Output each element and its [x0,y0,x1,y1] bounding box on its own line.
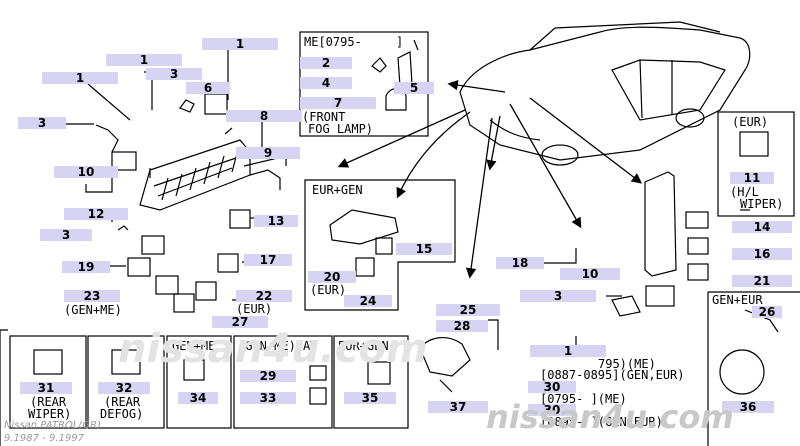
relay-bracket [139,139,251,211]
callout-1a[interactable]: 1 [202,38,278,50]
callout-31[interactable]: 31 [20,382,72,394]
label-rear-wiper-2: WIPER) [28,407,72,421]
callout-14[interactable]: 14 [732,221,792,233]
callout-15[interactable]: 15 [396,243,452,255]
callout-24[interactable]: 24 [344,295,392,307]
callout-9[interactable]: 9 [236,147,300,159]
callout-2[interactable]: 2 [300,57,352,69]
callout-16[interactable]: 16 [732,248,792,260]
callout-4[interactable]: 4 [300,77,352,89]
label-range-0887: [0887-0895](GEN,EUR) [540,368,685,382]
rear-defog-frame [87,335,165,429]
callout-3c[interactable]: 3 [40,229,92,241]
callout-26[interactable]: 26 [752,306,782,318]
label-eur-paren-2: (EUR) [236,302,273,316]
arrow-2 [396,111,471,199]
label-front-fog-2: FOG LAMP) [308,122,374,136]
label-rear-defog-2: DEFOG) [100,407,144,421]
label-rear-wiper-1: (REAR [30,395,67,409]
callout-27[interactable]: 27 [212,316,268,328]
callout-37[interactable]: 37 [428,401,488,413]
callout-29[interactable]: 29 [240,370,296,382]
gen-me-frame [166,335,232,429]
label-range-0895: [0895- ](GEN,EUR) [540,415,663,429]
label-front-fog-1: (FRONT [302,110,346,124]
watermark-left: nissan4u.com [118,326,428,372]
callout-18[interactable]: 18 [496,257,544,269]
label-hl-wiper-1: (H/L [730,185,759,199]
eur-gen-frame [304,179,456,311]
label-gen-eur-right: GEN+EUR [712,293,763,307]
arrow-5 [509,103,582,229]
callout-33[interactable]: 33 [240,392,296,404]
arrow-6 [529,97,643,184]
callout-3b[interactable]: 3 [18,117,66,129]
watermark-right: nissan4u.com [486,398,734,436]
label-rear-defog-1: (REAR [104,395,141,409]
label-hl-wiper-2: WIPER) [740,197,784,211]
callout-22[interactable]: 22 [236,290,292,302]
callout-23[interactable]: 23 [64,290,120,302]
label-range-0795: [0795- ](ME) [540,392,627,406]
callout-1c[interactable]: 1 [42,72,118,84]
callout-3d[interactable]: 3 [520,290,596,302]
callout-5[interactable]: 5 [394,82,434,94]
right-harness-frame [707,291,800,446]
callout-11[interactable]: 11 [730,172,774,184]
watermark-dates: 9.1987 - 9.1997 [4,433,84,444]
callout-3a[interactable]: 3 [146,68,202,80]
label-range-795: 795)(ME) [598,357,656,371]
callout-28[interactable]: 28 [436,320,488,332]
arrow-1 [337,109,466,168]
label-gen-me-at: (GEN+ME).AT [238,339,318,353]
vehicle-outline [459,26,751,161]
callout-21[interactable]: 21 [732,275,792,287]
gen-me-at-frame [233,335,333,429]
label-eur-paren: (EUR) [310,283,347,297]
callout-7[interactable]: 7 [300,97,376,109]
callout-20[interactable]: 20 [308,271,356,283]
rear-wiper-frame [9,335,87,429]
callout-10a[interactable]: 10 [54,166,118,178]
arrow-7 [447,79,506,93]
label-gen-me-box: GEN+ME [172,339,216,353]
callout-1b[interactable]: 1 [106,54,182,66]
callout-19[interactable]: 19 [62,261,110,273]
callout-13[interactable]: 13 [254,215,298,227]
callout-1d[interactable]: 1 [530,345,606,357]
callout-25[interactable]: 25 [436,304,500,316]
callout-10b[interactable]: 10 [560,268,620,280]
callout-36[interactable]: 36 [722,401,774,413]
label-eur-gen-box: EUR+GEN [338,339,389,353]
eur-gen-box-frame [333,335,409,429]
label-eur-gen: EUR+GEN [312,183,363,197]
label-gen-me: (GEN+ME) [64,303,122,317]
label-eur-top-right: (EUR) [732,115,769,129]
label-top-bracket: ] [396,35,404,49]
watermark-model: Nissan PATROL(GR) [4,420,101,431]
callout-30b[interactable]: 30 [528,404,576,416]
callout-35[interactable]: 35 [344,392,396,404]
callout-34[interactable]: 34 [178,392,218,404]
label-top-me: ME[0795- [304,35,362,49]
arrow-3 [465,117,493,279]
hl-wiper-frame [717,111,795,217]
callout-32[interactable]: 32 [98,382,150,394]
callout-8[interactable]: 8 [226,110,302,122]
callout-12[interactable]: 12 [64,208,128,220]
arrow-4 [486,115,501,171]
callout-30a[interactable]: 30 [528,381,576,393]
callout-6[interactable]: 6 [186,82,230,94]
callout-17[interactable]: 17 [244,254,292,266]
bottom-edge [0,329,8,446]
